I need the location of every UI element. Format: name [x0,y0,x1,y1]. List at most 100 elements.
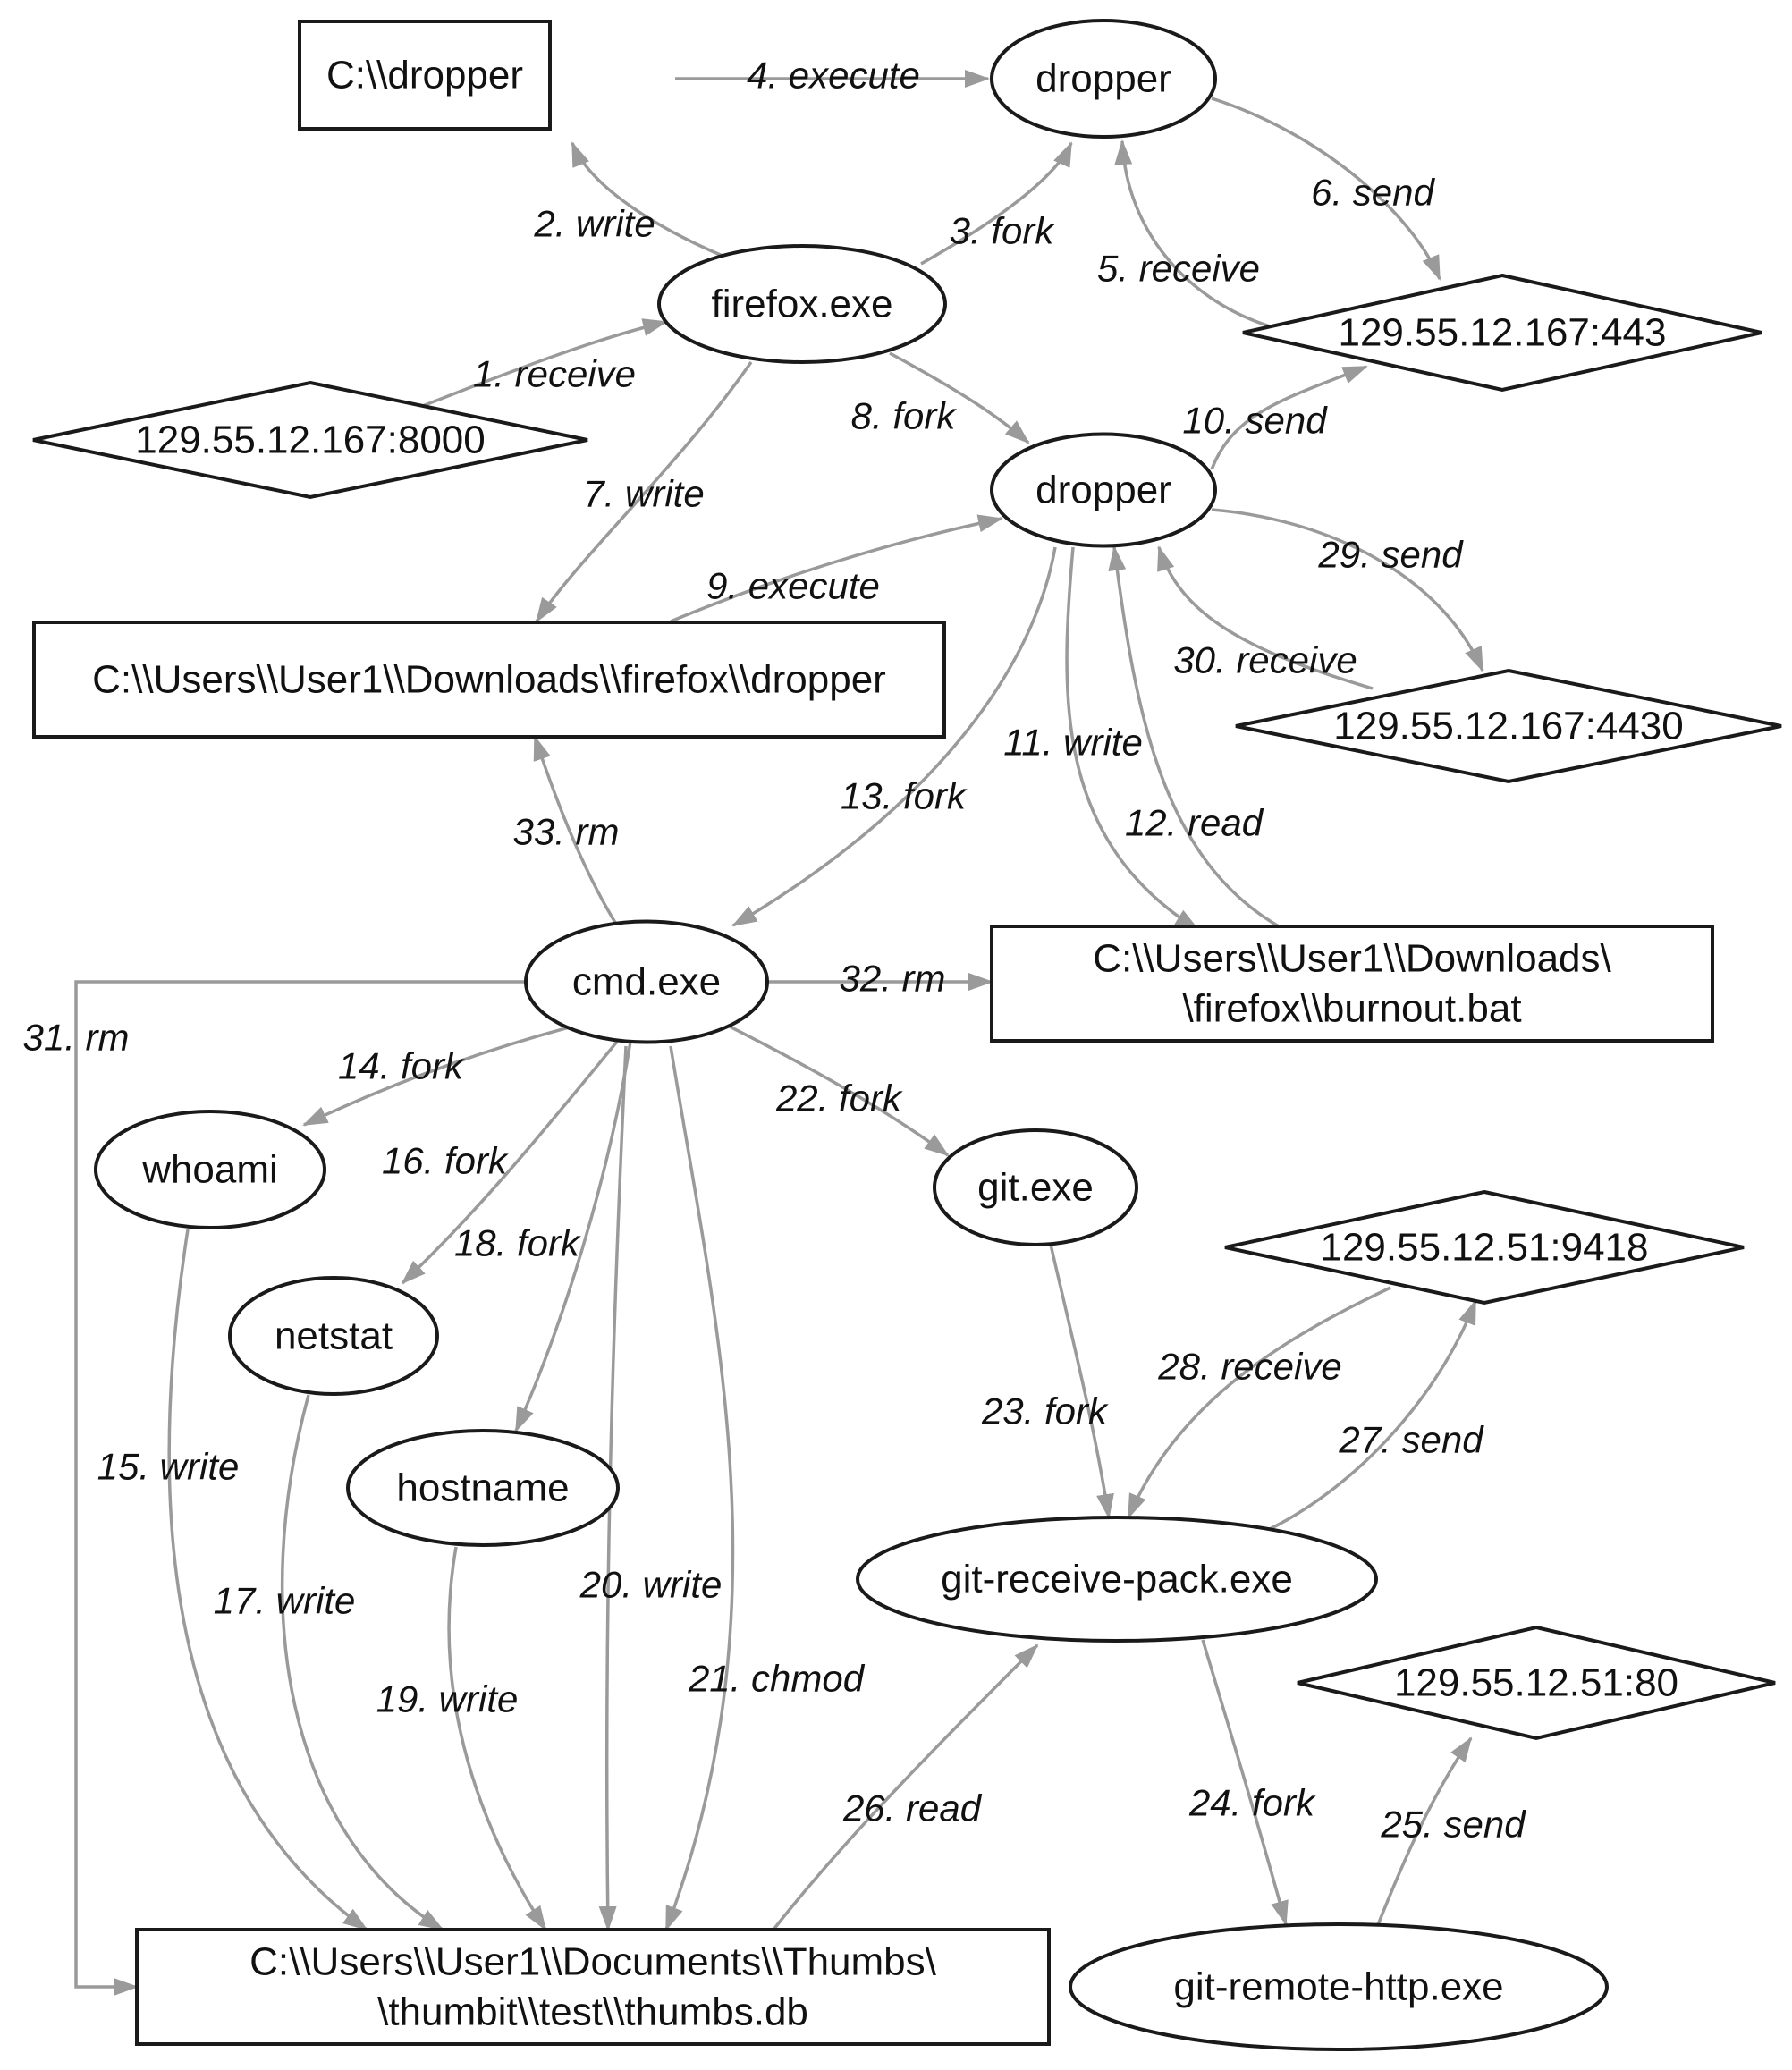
edge-27-send-arrow [1269,1299,1477,1531]
node-grp-ellipse [856,1516,1378,1643]
edge-5-receive-arrow [1114,139,1280,331]
node-whoami-ellipse [94,1110,326,1229]
edge-25-send-arrow [1375,1736,1473,1928]
edge-label-27-send: 27. send [1338,1419,1484,1461]
node-grh-ellipse [1069,1922,1609,2051]
node-ip9418-diamond [1224,1189,1745,1305]
edge-11-write-arrow [1065,546,1200,932]
edge-label-9-execute: 9. execute [706,565,880,607]
node-firefox-ellipse [657,244,947,364]
edge-10-send-arrow [1210,365,1368,470]
edge-label-10-send: 10. send [1182,400,1328,442]
edge-26-read-arrow [772,1643,1039,1931]
edge-label-21-chmod: 21. chmod [688,1658,866,1700]
node-label-grh: git-remote-http.exe [1173,1965,1503,2009]
node-burnout-file: C:\\Users\\User1\\Downloads\\firefox\\bu… [990,925,1714,1043]
node-label-thumbs-line-1: C:\\Users\\User1\\Documents\\Thumbs\ [249,1940,937,1984]
node-label-netstat: netstat [275,1314,393,1358]
node-label-cmd: cmd.exe [572,960,721,1004]
edge-15-write-arrow [167,1229,368,1931]
node-label-dl-dropper: C:\\Users\\User1\\Downloads\\firefox\\dr… [92,658,886,702]
edge-33-rm-arrow [533,735,619,926]
edge-7-write-arrow [535,361,753,623]
edge-label-2-write: 2. write [533,203,655,245]
node-ip80-diamond [1297,1625,1776,1741]
edge-21-chmod-arrow [664,1045,735,1931]
edge-29-send-arrow [1211,508,1484,672]
edge-17-write-arrow [280,1394,444,1931]
edge-31-rm-arrow [74,980,526,1996]
edge-label-33-rm: 33. rm [512,811,619,853]
edge-23-fork-arrow [1049,1244,1114,1519]
edge-label-8-fork: 8. fork [851,395,958,437]
edge-18-fork-arrow [514,1041,632,1432]
node-netstat-ellipse [228,1276,439,1396]
node-label-whoami: whoami [141,1148,278,1192]
node-label-firefox: firefox.exe [712,283,893,326]
node-thumbs-file: C:\\Users\\User1\\Documents\\Thumbs\ \thu… [135,1928,1051,2046]
node-label-ip4430: 129.55.12.167:4430 [1333,705,1684,748]
edge-22-fork-arrow [714,1018,950,1157]
edge-28-receive-arrow [1127,1286,1391,1519]
edge-label-16-fork: 16. fork [382,1140,509,1182]
edge-label-30-receive: 30. receive [1173,639,1357,681]
node-ip8000-socket: 129.55.12.167:8000 [32,380,588,500]
edge-1-receive-arrow [419,318,668,409]
node-c-dropper-file: C:\\dropper [298,20,552,131]
edges-layer [74,70,1484,1996]
edge-label-11-write: 11. write [1003,722,1143,764]
node-ip80-socket: 129.55.12.51:80 [1297,1625,1776,1741]
node-ip443-diamond [1242,273,1762,393]
node-git-ellipse [933,1128,1138,1246]
node-label-ip443: 129.55.12.167:443 [1338,311,1666,355]
node-grp-process: git-receive-pack.exe [856,1516,1378,1643]
node-ip4430-socket: 129.55.12.167:4430 [1235,668,1782,784]
edge-19-write-arrow [447,1546,547,1931]
node-thumbs-rect [135,1928,1051,2046]
edge-24-fork-arrow [1201,1639,1289,1926]
edge-label-19-write: 19. write [376,1678,519,1720]
node-label-dropper2: dropper [1035,469,1171,512]
edge-label-26-read: 26. read [842,1787,983,1829]
edge-label-7-write: 7. write [583,473,704,515]
node-dropper1-process: dropper [990,19,1217,139]
edge-9-execute-arrow [670,514,1003,623]
edge-label-14-fork: 14. fork [338,1045,465,1087]
edge-label-29-send: 29. send [1317,534,1464,576]
node-dropper2-process: dropper [990,432,1217,548]
edge-3-fork-arrow [920,141,1073,266]
edge-label-23-fork: 23. fork [981,1390,1109,1432]
node-label-dropper1: dropper [1035,57,1171,101]
edge-14-fork-arrow [302,1025,573,1127]
node-dl-dropper-rect [32,621,946,739]
edge-8-fork-arrow [889,351,1030,444]
node-netstat-process: netstat [228,1276,439,1396]
node-label-ip8000: 129.55.12.167:8000 [135,418,486,462]
edge-12-read-arrow [1108,545,1280,928]
node-label-c-dropper: C:\\dropper [326,54,523,97]
node-label-grp: git-receive-pack.exe [941,1558,1293,1601]
edge-label-25-send: 25. send [1380,1804,1526,1846]
node-label-thumbs-line-2: \thumbit\\test\\thumbs.db [377,1990,808,2034]
node-dl-dropper-file: C:\\Users\\User1\\Downloads\\firefox\\dr… [32,621,946,739]
edge-label-31-rm: 31. rm [22,1017,129,1059]
edge-30-receive-arrow [1157,545,1374,690]
node-cmd-process: cmd.exe [524,919,769,1044]
edge-label-5-receive: 5. receive [1097,248,1260,290]
edge-label-6-send: 6. send [1311,172,1435,214]
node-dropper2-ellipse [990,432,1217,548]
edge-label-1-receive: 1. receive [473,353,636,395]
node-label-git: git.exe [977,1166,1094,1210]
edge-6-send-arrow [1211,97,1441,281]
edge-label-13-fork: 13. fork [841,775,968,817]
edge-label-22-fork: 22. fork [775,1077,903,1119]
node-hostname-process: hostname [346,1429,620,1547]
edge-label-32-rm: 32. rm [839,958,945,1000]
node-burnout-rect [990,925,1714,1043]
nodes-layer: C:\\dropper dropper firefox.exe 129.55.12.1… [32,19,1782,2051]
node-ip443-socket: 129.55.12.167:443 [1242,273,1762,393]
edge-label-3-fork: 3. fork [950,210,1056,252]
edge-label-17-write: 17. write [214,1580,356,1622]
